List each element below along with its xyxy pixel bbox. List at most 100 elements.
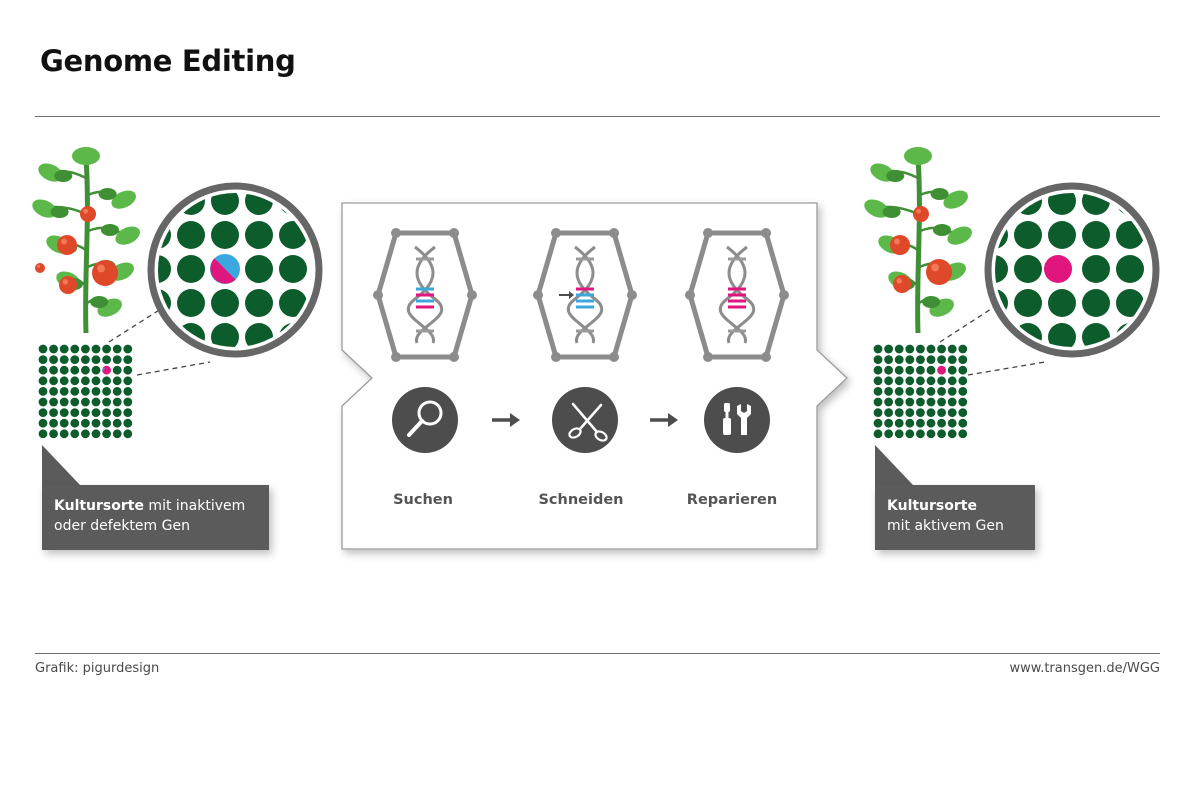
frame-node: [391, 228, 401, 238]
cell: [81, 418, 90, 428]
cell: [905, 355, 915, 364]
cell: [905, 418, 915, 428]
zoom-cell: [177, 255, 205, 283]
zoom-cell: [279, 153, 307, 181]
zoom-cell: [245, 221, 273, 249]
cell: [49, 418, 58, 428]
tomato: [92, 260, 118, 286]
callout-right-bold: Kultursorte: [887, 498, 977, 514]
cell: [59, 365, 69, 375]
zoom-cell: [1014, 221, 1042, 249]
cell: [102, 376, 111, 386]
cell: [102, 387, 111, 396]
cell: [81, 344, 90, 354]
zoom-cell: [946, 153, 974, 181]
cell: [884, 365, 893, 375]
zoom-cell: [211, 221, 239, 249]
cell: [70, 344, 80, 354]
cell: [38, 387, 48, 396]
tomato: [35, 263, 45, 273]
cell: [926, 355, 936, 364]
step-label-repair: Reparieren: [687, 492, 777, 508]
cell: [81, 408, 90, 417]
step-label-search: Suchen: [393, 492, 453, 508]
cell: [894, 355, 904, 364]
tomato-highlight: [61, 238, 67, 245]
cell: [59, 418, 69, 428]
cell: [937, 408, 946, 417]
cell: [91, 365, 101, 375]
zoom-cell: [1048, 153, 1076, 181]
cell: [38, 408, 48, 417]
zoom-cell: [211, 289, 239, 317]
zoom-cell: [211, 323, 239, 347]
cell: [958, 355, 968, 364]
tomato-highlight: [37, 264, 40, 268]
cell: [958, 429, 968, 439]
zoom-cell: [1150, 153, 1178, 181]
cell: [916, 418, 925, 428]
frame-node: [761, 352, 771, 362]
cell: [59, 344, 69, 354]
cell: [70, 387, 80, 396]
cell: [894, 344, 904, 354]
cell: [59, 355, 69, 364]
zoom-cell: [245, 255, 273, 283]
cell: [49, 355, 58, 364]
zoom-cell: [279, 357, 307, 385]
cell: [49, 387, 58, 396]
cell: [81, 365, 90, 375]
leaf: [115, 226, 140, 245]
leaf: [101, 224, 119, 236]
zoom-cell: [1014, 357, 1042, 385]
cell: [59, 408, 69, 417]
cell: [112, 429, 122, 439]
zoom-cell: [1116, 357, 1144, 385]
cell: [894, 376, 904, 386]
cell: [102, 397, 111, 407]
zoom-cell: [313, 153, 341, 181]
cell: [947, 344, 957, 354]
cell: [123, 408, 133, 417]
zoom-cell: [1014, 153, 1042, 181]
cell: [937, 429, 946, 439]
frame-node: [467, 290, 477, 300]
cell: [916, 408, 925, 417]
cell: [873, 418, 883, 428]
cell: [112, 376, 122, 386]
callout-left-line2: oder defektem Gen: [54, 518, 190, 534]
callout-right-line2: mit aktivem Gen: [887, 518, 1004, 534]
cell: [926, 397, 936, 407]
cell: [947, 408, 957, 417]
cell: [958, 376, 968, 386]
cell: [102, 355, 111, 364]
zoom-cell: [1082, 153, 1110, 181]
cell: [102, 418, 111, 428]
cell: [873, 365, 883, 375]
cell: [91, 418, 101, 428]
cell: [112, 344, 122, 354]
frame-node: [373, 290, 383, 300]
cell: [905, 397, 915, 407]
arrow-icon: [492, 413, 520, 427]
cell: [112, 418, 122, 428]
zoom-cell: [313, 187, 341, 215]
zoom-cell: [995, 255, 1008, 283]
cell: [81, 387, 90, 396]
tomato-highlight: [83, 208, 88, 214]
tomato-highlight: [931, 263, 939, 272]
cell: [926, 408, 936, 417]
arrow-icon: [650, 413, 678, 427]
cell: [884, 397, 893, 407]
zoom-cell: [158, 255, 171, 283]
cell: [123, 365, 133, 375]
cell: [123, 355, 133, 364]
cell: [123, 376, 133, 386]
cell-grid-right: [873, 344, 968, 439]
cell: [81, 429, 90, 439]
zoom-cell: [980, 357, 1008, 385]
cell: [905, 408, 915, 417]
zoom-cell: [1048, 323, 1076, 347]
cell: [916, 344, 925, 354]
